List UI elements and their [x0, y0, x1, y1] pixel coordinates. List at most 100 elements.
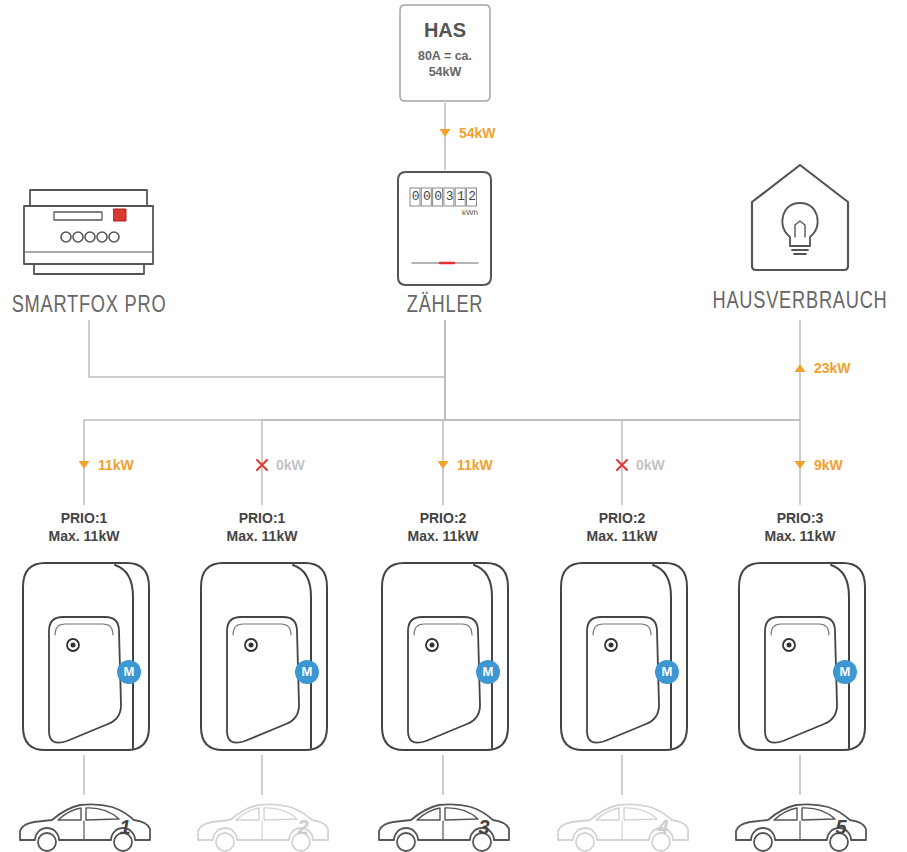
connection-box: HAS 80A = ca. 54kW — [399, 4, 491, 103]
flow-arrowhead — [440, 129, 451, 137]
car-number: 3 — [469, 815, 499, 839]
device-knob — [109, 232, 119, 242]
badge-letter: M — [476, 660, 500, 684]
car-door — [799, 821, 800, 839]
edge-label: 0kW — [636, 456, 665, 474]
car-number: 1 — [110, 815, 140, 839]
badge-disc — [476, 660, 500, 684]
node-shape — [552, 795, 692, 852]
device-label: HAUSVERBRAUCH — [712, 286, 887, 314]
device-button — [114, 209, 126, 221]
car-icon: 3 — [373, 795, 513, 852]
priority-label: PRIO:2 Max. 11kW — [585, 509, 659, 545]
car-wheel — [397, 833, 415, 851]
device-display — [54, 212, 102, 220]
rating-text: 80A = ca. 54kW — [408, 48, 482, 80]
power-line — [445, 320, 800, 505]
flow-arrowhead — [795, 364, 806, 372]
node-shape — [14, 795, 154, 852]
edge-label: 54kW — [459, 124, 496, 142]
socket-pin — [249, 643, 254, 648]
badge-letter: M — [655, 660, 679, 684]
cover-line — [593, 624, 651, 635]
badge-letter: M — [117, 660, 141, 684]
bulb-glass — [782, 203, 817, 246]
car-window — [58, 808, 119, 820]
device-knob — [73, 232, 83, 242]
priority-label: PRIO:1 Max. 11kW — [47, 509, 121, 545]
socket-pin — [71, 643, 76, 648]
device-knob — [61, 232, 71, 242]
heading-text: HAS — [399, 18, 491, 42]
car-body — [198, 804, 328, 840]
power-line — [83, 755, 85, 795]
edge-label: 9kW — [814, 456, 843, 474]
box-outline — [400, 5, 490, 101]
badge-disc — [117, 660, 141, 684]
flow-arrowhead — [795, 461, 806, 469]
badge-disc — [295, 660, 319, 684]
wallbox: M PRIO:3 Max. 11kW — [725, 505, 875, 755]
edge-label: 11kW — [457, 456, 493, 474]
wallbox: M PRIO:2 Max. 11kW — [547, 505, 697, 755]
car-icon: 2 — [192, 795, 332, 852]
device-knob — [85, 232, 95, 242]
socket — [783, 639, 795, 651]
wallbox-outline — [23, 563, 149, 750]
car-wheel — [754, 833, 772, 851]
priority-label: PRIO:2 Max. 11kW — [406, 509, 480, 545]
priority-label: PRIO:3 Max. 11kW — [763, 509, 837, 545]
bulb-filament — [795, 221, 805, 237]
wallbox: M PRIO:1 Max. 11kW — [9, 505, 159, 755]
badge-circle: M — [295, 660, 319, 684]
unit-text: kWh — [446, 208, 478, 218]
car-number: 5 — [826, 815, 856, 839]
meter-outline — [398, 172, 491, 285]
power-line — [621, 755, 623, 795]
device-cap — [30, 190, 147, 206]
meter-digits: 000312 — [412, 188, 480, 206]
socket — [605, 639, 617, 651]
meter-mark — [440, 262, 454, 265]
badge-letter: M — [295, 660, 319, 684]
electricity-meter: 000312kWhZÄHLER — [390, 170, 500, 320]
wallbox-outline — [201, 563, 327, 750]
house-outline — [752, 165, 848, 270]
power-line — [442, 755, 444, 795]
node-shape — [373, 795, 513, 852]
wallbox-outline — [561, 563, 687, 750]
wallbox-cover — [49, 617, 121, 743]
socket — [426, 639, 438, 651]
car-wheel — [576, 833, 594, 851]
socket-pin — [609, 643, 614, 648]
edge-label: 0kW — [276, 456, 305, 474]
socket — [67, 639, 79, 651]
power-line — [262, 320, 445, 505]
car-number: 4 — [648, 815, 678, 839]
badge-letter: M — [833, 660, 857, 684]
power-line — [445, 320, 622, 505]
edge-label: 11kW — [98, 456, 134, 474]
car-body — [20, 804, 150, 840]
wallbox-cover — [227, 617, 299, 743]
device-body — [24, 206, 153, 264]
bulb-base — [792, 250, 808, 254]
blocked-mark — [257, 460, 267, 470]
device-foot — [34, 264, 144, 274]
socket-pin — [430, 643, 435, 648]
car-icon: 1 — [14, 795, 154, 852]
badge-circle: M — [833, 660, 857, 684]
wallbox-outline — [382, 563, 508, 750]
car-window — [774, 808, 835, 820]
car-door — [442, 821, 443, 839]
wallbox-outline — [739, 563, 865, 750]
wallbox-cover — [408, 617, 480, 743]
wallbox: M PRIO:2 Max. 11kW — [368, 505, 518, 755]
wallbox-cover — [765, 617, 837, 743]
power-line — [84, 320, 445, 505]
car-window — [236, 808, 297, 820]
car-body — [558, 804, 688, 840]
socket — [245, 639, 257, 651]
power-line — [89, 320, 445, 377]
